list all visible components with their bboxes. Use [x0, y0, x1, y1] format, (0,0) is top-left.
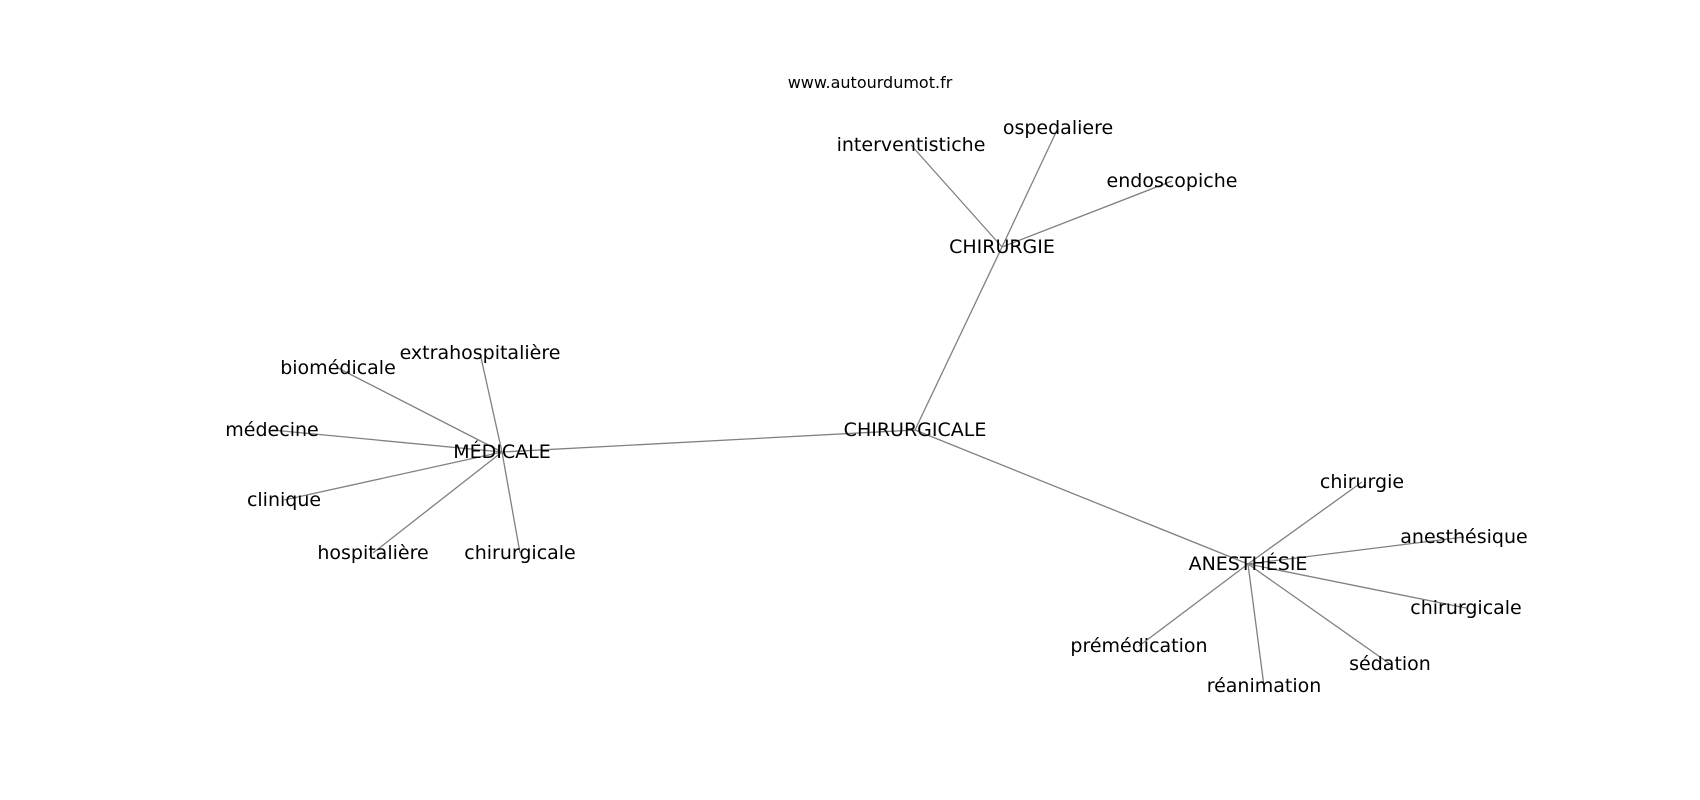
node-label-extrahospitaliere: extrahospitalière [400, 342, 561, 364]
edge-chirurgicale_center-medicale [501, 429, 916, 453]
node-label-chirurgicale-center: CHIRURGICALE [844, 419, 987, 441]
edge-medicale-hospitaliere [372, 451, 503, 554]
edge-medicale-clinique [283, 451, 503, 501]
edge-chirurgie-interventistiche [910, 144, 1003, 248]
edge-anesthesie-anesthesique [1247, 536, 1465, 565]
edge-medicale-chirurgicale_med [501, 451, 521, 554]
node-label-medecine: médecine [225, 419, 318, 441]
node-label-chirurgie: CHIRURGIE [949, 236, 1055, 258]
edge-medicale-biomedicale [337, 367, 503, 453]
node-label-endoscopiche: endoscopiche [1107, 170, 1238, 192]
edge-medicale-extrahospitaliere [479, 352, 503, 453]
edge-medicale-medecine [271, 429, 503, 453]
edge-anesthesie-sedation [1247, 563, 1391, 665]
graph-edges [271, 127, 1467, 687]
node-label-medicale: MÉDICALE [453, 440, 551, 463]
node-label-hospitaliere: hospitalière [317, 542, 428, 564]
node-label-sedation: sédation [1349, 653, 1431, 675]
edge-anesthesie-chirurgie_small [1247, 481, 1363, 565]
node-label-reanimation: réanimation [1207, 675, 1322, 697]
node-label-premedication: prémédication [1070, 635, 1207, 657]
edge-chirurgicale_center-chirurgie [914, 246, 1003, 431]
node-label-chirurgie-small: chirurgie [1320, 471, 1404, 493]
node-label-clinique: clinique [247, 489, 321, 511]
edge-chirurgie-ospedaliere [1001, 127, 1059, 248]
edge-chirurgicale_center-anesthesie [914, 429, 1249, 565]
edge-anesthesie-chirurgicale_anes [1247, 563, 1467, 609]
node-label-chirurgicale-anes: chirurgicale [1410, 597, 1522, 619]
edge-anesthesie-reanimation [1247, 563, 1265, 687]
node-label-biomedicale: biomédicale [280, 357, 396, 379]
node-label-anesthesique: anesthésique [1400, 526, 1527, 548]
node-label-interventistiche: interventistiche [837, 134, 986, 156]
node-label-anesthesie: ANESTHÉSIE [1189, 552, 1308, 575]
watermark-text: www.autourdumot.fr [788, 73, 953, 92]
graph-nodes: CHIRURGICALE CHIRURGIE MÉDICALE ANESTHÉSIE i… [225, 117, 1527, 697]
edge-anesthesie-premedication [1138, 563, 1249, 647]
edge-chirurgie-endoscopiche [1001, 180, 1173, 248]
node-label-ospedaliere: ospedaliere [1003, 117, 1113, 139]
node-label-chirurgicale-med: chirurgicale [464, 542, 576, 564]
